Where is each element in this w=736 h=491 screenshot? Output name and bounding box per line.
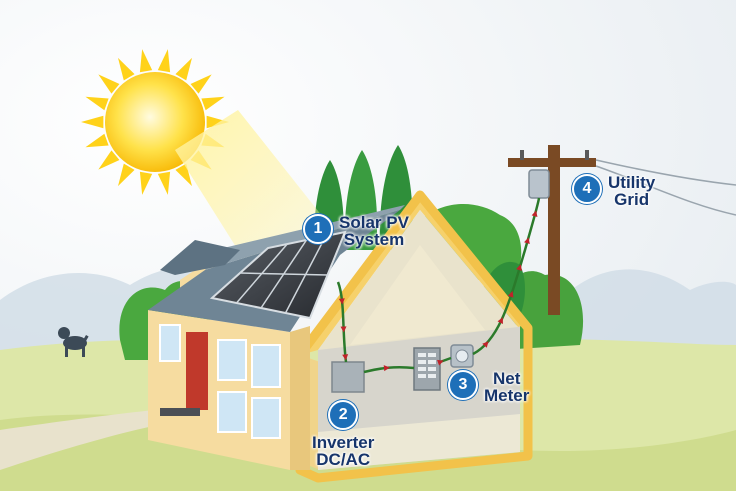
walkway [0, 408, 195, 470]
step-badge-4: 4 [572, 174, 602, 204]
callout-label-net-meter: Net Meter [484, 370, 529, 404]
sun-ray [206, 115, 229, 129]
sun-ray [85, 133, 109, 148]
wire-arrow [342, 354, 349, 361]
solar-panels [209, 230, 347, 320]
sun-ray [201, 96, 225, 111]
utility-pole [508, 145, 596, 315]
callout-net-meter: 3 Net Meter [448, 370, 529, 404]
inverter-box [331, 361, 365, 393]
wire-arrow [340, 326, 347, 333]
house-gable-shadow [350, 245, 485, 345]
front-door [186, 332, 208, 410]
step-badge-3: 3 [448, 370, 478, 400]
wire-arrow [497, 317, 503, 324]
sun-ray [157, 171, 171, 195]
house-cutaway-floor [318, 414, 520, 470]
wire-arrow [524, 237, 530, 244]
solar-label-line2: System [343, 230, 405, 249]
dormer-roof [160, 240, 240, 275]
wire-arrow [383, 365, 390, 372]
wire-arrow [516, 264, 522, 271]
dog [58, 327, 89, 357]
sun-ray [157, 49, 171, 73]
callout-label-utility-grid: Utility Grid [608, 174, 655, 208]
sun-ray [98, 74, 120, 94]
meter-label-line2: Meter [484, 386, 530, 405]
wire-arrow [507, 291, 514, 298]
meter-label-line1: Net [492, 369, 521, 388]
windows [159, 324, 281, 439]
inverter-label-line1: Inverter [312, 433, 375, 452]
callout-inverter: 2 Inverter DC/AC [312, 400, 374, 468]
sun-ray [175, 163, 192, 187]
panel-grid-line [239, 272, 328, 276]
step-badge-1: 1 [303, 214, 333, 244]
callout-solar-pv-system: 1 Solar PV System [303, 214, 409, 248]
solar-label-line1: Solar PV [339, 213, 409, 232]
inverter-label-line2: DC/AC [316, 450, 371, 469]
breaker-switches [418, 353, 436, 378]
sun-ray [81, 115, 104, 129]
callout-utility-grid: 4 Utility Grid [572, 174, 655, 208]
grid-label-line1: Utility [608, 173, 656, 192]
sun-ray [85, 96, 109, 111]
wire-arrow [482, 341, 489, 348]
house-side-wall [290, 326, 310, 470]
sun-ray [98, 150, 120, 170]
callout-label-inverter: Inverter DC/AC [312, 434, 374, 468]
wire-arrow [338, 298, 345, 305]
sun-ray [139, 171, 153, 195]
wire-arrow [531, 210, 538, 217]
sun-ray [190, 74, 212, 94]
door-mat [160, 408, 200, 416]
wire-arrow [437, 359, 444, 366]
sun-ray [175, 57, 192, 81]
step-badge-2: 2 [328, 400, 359, 430]
sun-ray [118, 163, 135, 187]
sun-ray [139, 49, 153, 73]
grid-label-line2: Grid [614, 190, 650, 209]
power-lines [595, 159, 736, 216]
sun-ray [118, 57, 135, 81]
breaker-panel [413, 347, 441, 391]
callout-label-solar: Solar PV System [339, 214, 409, 248]
